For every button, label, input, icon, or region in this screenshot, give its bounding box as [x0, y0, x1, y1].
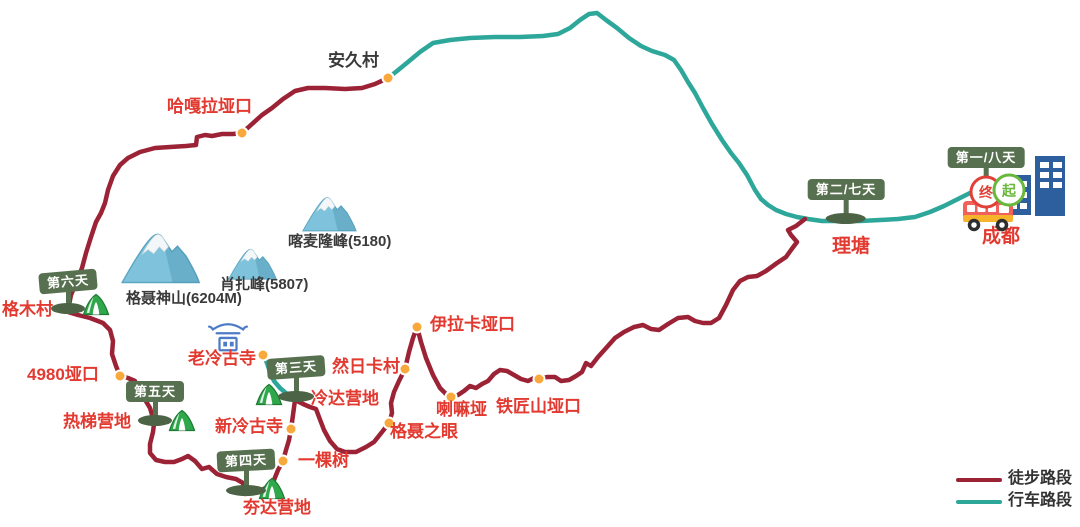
hiking-route	[65, 75, 808, 497]
label-new-lenggu: 新冷古寺	[215, 417, 283, 436]
legend-hike-label: 徒步路段	[1008, 470, 1073, 487]
sign-base	[50, 303, 85, 314]
legend-drive-swatch	[956, 500, 1002, 504]
label-gemu-village: 格木村	[2, 300, 53, 319]
label-mount-xiaozha: 肖扎峰(5807)	[220, 276, 309, 293]
waypoint-dots	[113, 71, 546, 468]
waypoint-dot-one-tree	[276, 454, 290, 468]
day-sign-label: 第二/七天	[807, 179, 885, 200]
legend-drive-label: 行车路段	[1008, 492, 1073, 509]
temple-icon	[207, 323, 249, 352]
label-mount-kamailong: 喀麦隆峰(5180)	[288, 233, 392, 250]
waypoint-dot-new-lenggu	[284, 422, 298, 436]
label-4980-pass: 4980垭口	[27, 365, 99, 384]
signpost-day6: 第六天	[38, 268, 98, 314]
label-lama-pass: 喇嘛垭	[436, 400, 487, 419]
sign-base	[277, 391, 314, 402]
label-mount-genie: 格聂神山(6204M)	[126, 290, 242, 307]
waypoint-dot-yilaka	[410, 320, 424, 334]
sign-post	[843, 198, 849, 219]
label-chengdu: 成都	[981, 226, 1021, 247]
start-badge: 起	[992, 173, 1026, 208]
signpost-day5: 第五天	[125, 381, 185, 426]
label-hangda-camp: 夯达营地	[243, 498, 311, 517]
label-hagala-pass: 哈嘎拉垭口	[167, 97, 252, 116]
label-lengda-camp: 冷达营地	[311, 389, 379, 408]
sign-post	[152, 400, 158, 421]
waypoint-dot-4980	[113, 369, 127, 383]
day-sign-label: 第五天	[125, 381, 185, 402]
tent-icon-reti	[168, 409, 196, 432]
day-sign-label: 第三天	[266, 355, 326, 380]
waypoint-dot-ranrika	[398, 362, 412, 376]
day-sign-label: 第一/八天	[947, 147, 1025, 168]
label-yilaka-pass: 伊拉卡垭口	[430, 315, 515, 334]
waypoint-dot-genie-eye	[382, 416, 396, 430]
signpost-day3: 第三天	[266, 355, 326, 402]
label-reti-camp: 热梯营地	[63, 412, 131, 431]
sign-base	[137, 415, 172, 426]
waypoint-dot-tiejiangshan	[532, 372, 546, 386]
label-litang: 理塘	[831, 236, 871, 257]
waypoint-dot-hagala	[235, 126, 249, 140]
sign-base	[225, 485, 266, 496]
end-badge-label: 终	[979, 184, 993, 200]
label-ranrika-village: 然日卡村	[332, 357, 400, 376]
waypoint-dot-lama	[444, 390, 458, 404]
day-sign-label: 第四天	[216, 448, 276, 473]
day-sign-label: 第六天	[38, 268, 98, 295]
label-old-lenggu: 老冷古寺	[188, 349, 256, 368]
mountain-icon-kamailong	[302, 197, 357, 232]
tent-icon-gemu	[82, 293, 110, 316]
label-one-tree: 一棵树	[298, 451, 349, 470]
waypoint-dot-old-lenggu	[256, 348, 270, 362]
sign-post	[243, 469, 249, 491]
signpost-day4: 第四天	[216, 448, 276, 496]
label-genie-eye: 格聂之眼	[390, 422, 458, 441]
start-badge-label: 起	[1002, 182, 1016, 198]
signpost-day2-7: 第二/七天	[807, 179, 885, 224]
label-tiejiangshan-pass: 铁匠山垭口	[496, 397, 581, 416]
label-anjiu-village: 安久村	[328, 51, 379, 70]
legend-hike-swatch	[956, 478, 1002, 482]
mountain-icon-genie	[121, 233, 201, 284]
sign-post	[65, 290, 71, 309]
sign-base	[826, 213, 866, 224]
sign-post	[293, 376, 299, 397]
waypoint-dot-anjiu	[381, 71, 395, 85]
mountain-icon-xiaozha	[227, 248, 277, 280]
